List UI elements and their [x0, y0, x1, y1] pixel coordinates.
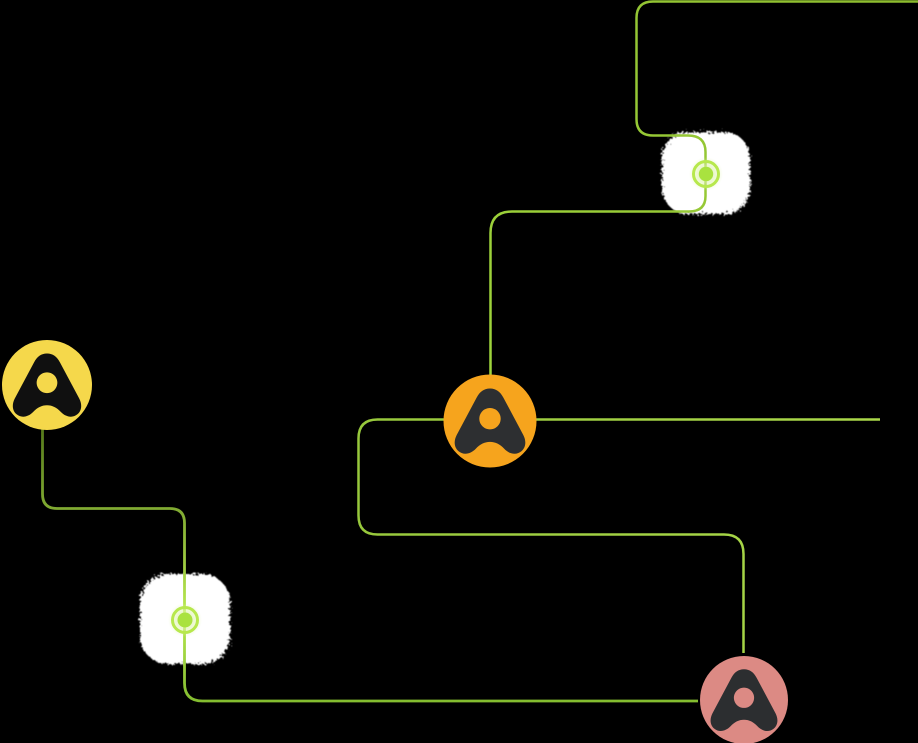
marker-top-right [689, 157, 723, 191]
avatar-pink [700, 656, 788, 743]
marker-ring [692, 160, 720, 188]
connector-left [41, 428, 698, 703]
logo-a-icon [710, 669, 778, 732]
connector-middle [357, 418, 880, 653]
marker-ring [171, 606, 199, 634]
marker-bottom-left [168, 603, 202, 637]
avatar-circle [2, 340, 92, 430]
logo-a-icon [12, 353, 82, 417]
avatar-circle [700, 656, 788, 743]
avatar-yellow [2, 340, 92, 430]
connectors [41, 0, 918, 703]
connector-top-right [489, 0, 918, 375]
logo-a-icon [454, 388, 526, 454]
avatar-orange [443, 374, 537, 468]
marker-dot [698, 166, 714, 182]
marker-dot [177, 612, 193, 628]
